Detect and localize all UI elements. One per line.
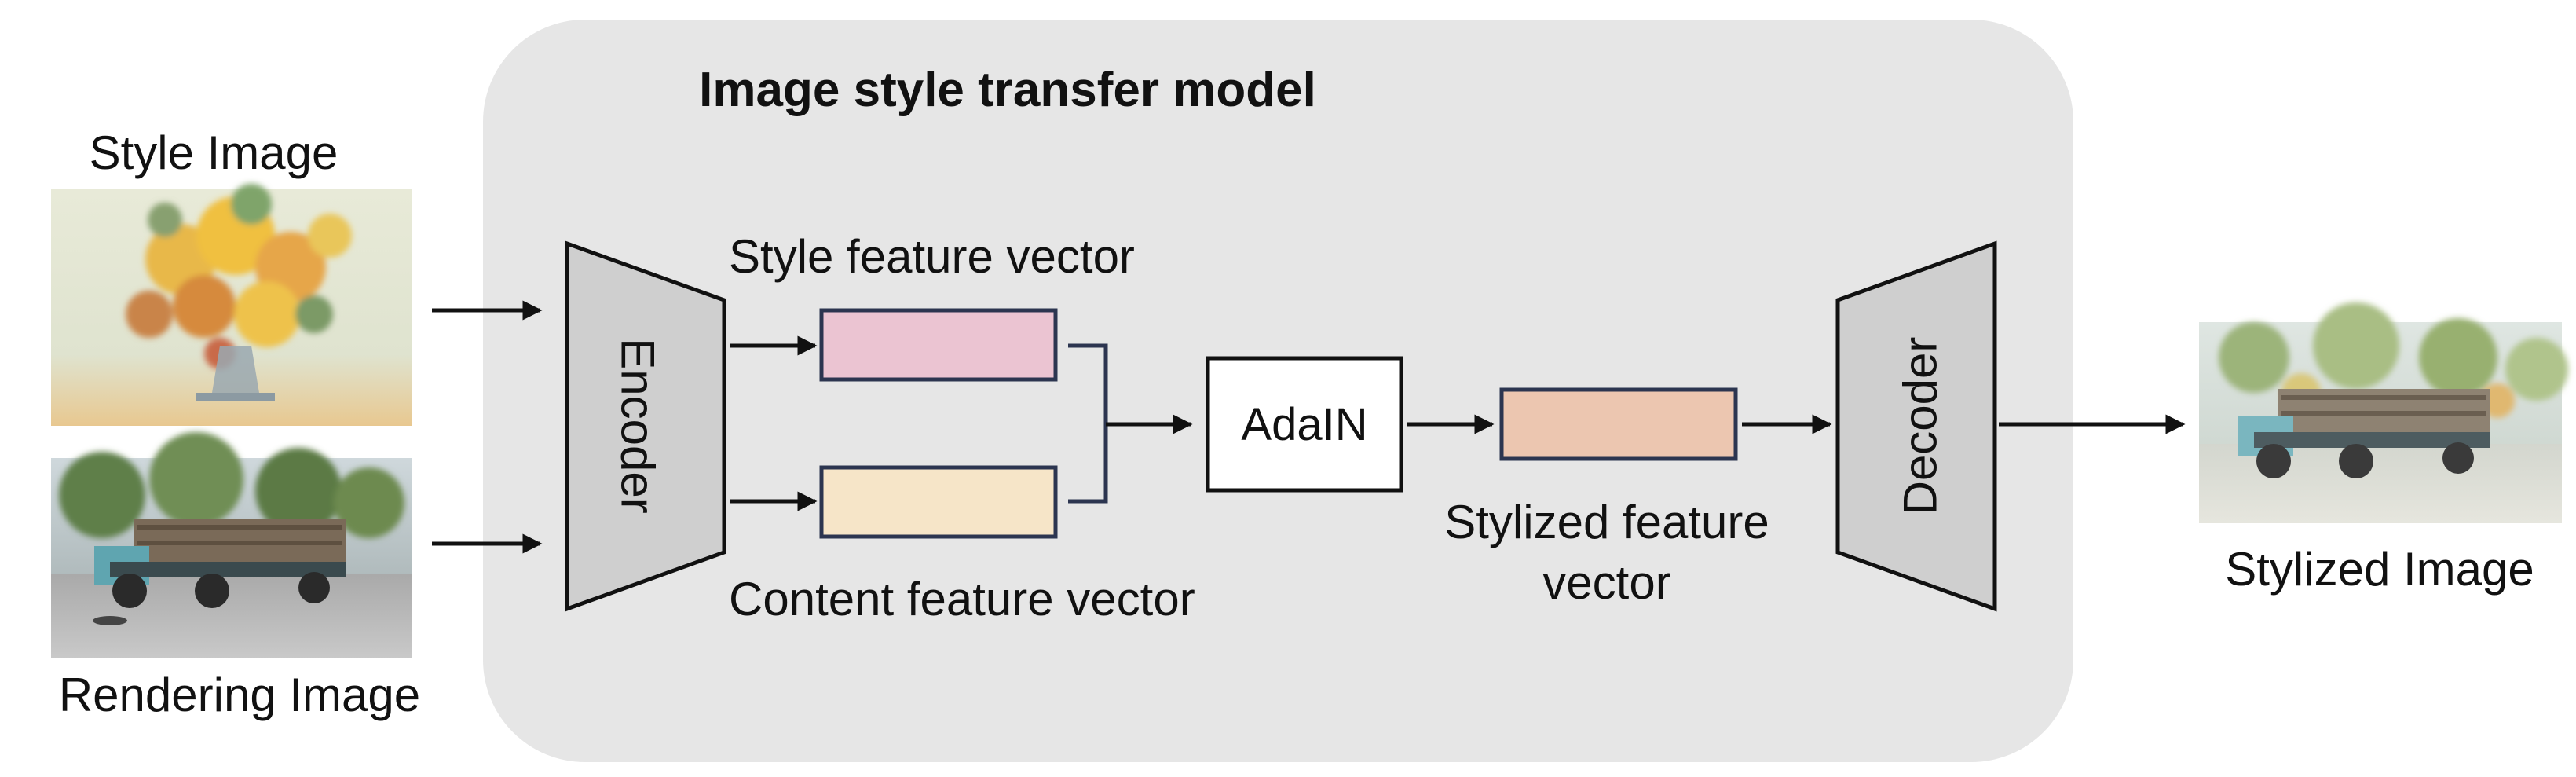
stylized-image-label: Stylized Image xyxy=(2225,543,2534,596)
model-title: Image style transfer model xyxy=(699,63,1316,117)
style-feature-vector-label: Style feature vector xyxy=(729,230,1135,283)
style-image-label: Style Image xyxy=(90,126,338,179)
decoder-label: Decoder xyxy=(1894,337,1947,515)
encoder-label: Encoder xyxy=(612,338,664,513)
stylized-image xyxy=(2199,302,2568,523)
adain-block xyxy=(1206,356,1403,493)
decoder-block xyxy=(1835,240,1997,612)
encoder-block xyxy=(565,240,726,612)
style-feature-vector xyxy=(819,308,1058,382)
content-feature-vector xyxy=(819,465,1058,539)
content-feature-vector-label: Content feature vector xyxy=(729,573,1195,625)
stylized-feature-vector xyxy=(1499,387,1738,461)
rendering-image xyxy=(51,432,412,658)
rendering-image-label: Rendering Image xyxy=(59,669,420,721)
stylized-feature-vector-label: Stylized feature xyxy=(1444,496,1769,548)
style-image xyxy=(51,184,412,426)
stylized-feature-vector-label-line2: vector xyxy=(1542,556,1670,609)
adain-label: AdaIN xyxy=(1241,399,1367,450)
